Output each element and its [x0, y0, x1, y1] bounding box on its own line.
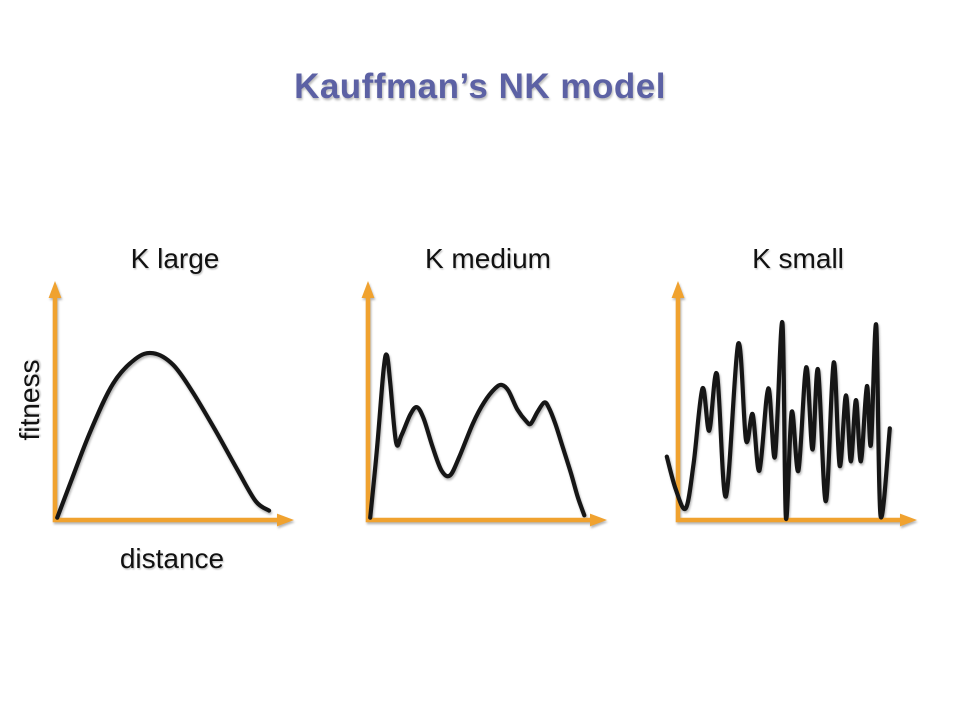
y-axis-label-fitness: fitness: [14, 359, 45, 441]
chart-k-large-title: K large: [130, 243, 220, 274]
x-axis-label-distance: distance: [119, 543, 225, 574]
axes-lines: [52, 295, 280, 523]
chart-k-small: K small: [664, 243, 928, 535]
chart-k-medium-title: K medium: [424, 243, 552, 274]
y-axis-arrow-icon: [48, 281, 62, 298]
fitness-curve: [664, 320, 892, 521]
fitness-curve: [55, 350, 272, 520]
axes-lines: [365, 295, 593, 523]
chart-k-large-plot: [45, 275, 305, 535]
x-axis-arrow-icon: [900, 513, 917, 527]
chart-k-small-title: K small: [752, 243, 844, 274]
fitness-curve: [368, 352, 587, 520]
x-axis-arrow-icon: [277, 513, 294, 527]
chart-k-small-plot: [664, 275, 928, 535]
chart-k-medium: K medium: [358, 243, 618, 535]
x-axis-arrow-icon: [590, 513, 607, 527]
axes-lines: [675, 295, 903, 523]
y-axis-arrow-icon: [671, 281, 685, 298]
slide-title: Kauffman’s NK model: [294, 67, 666, 107]
chart-k-medium-plot: [358, 275, 618, 535]
chart-k-large: K large: [45, 243, 305, 535]
y-axis-arrow-icon: [361, 281, 375, 298]
